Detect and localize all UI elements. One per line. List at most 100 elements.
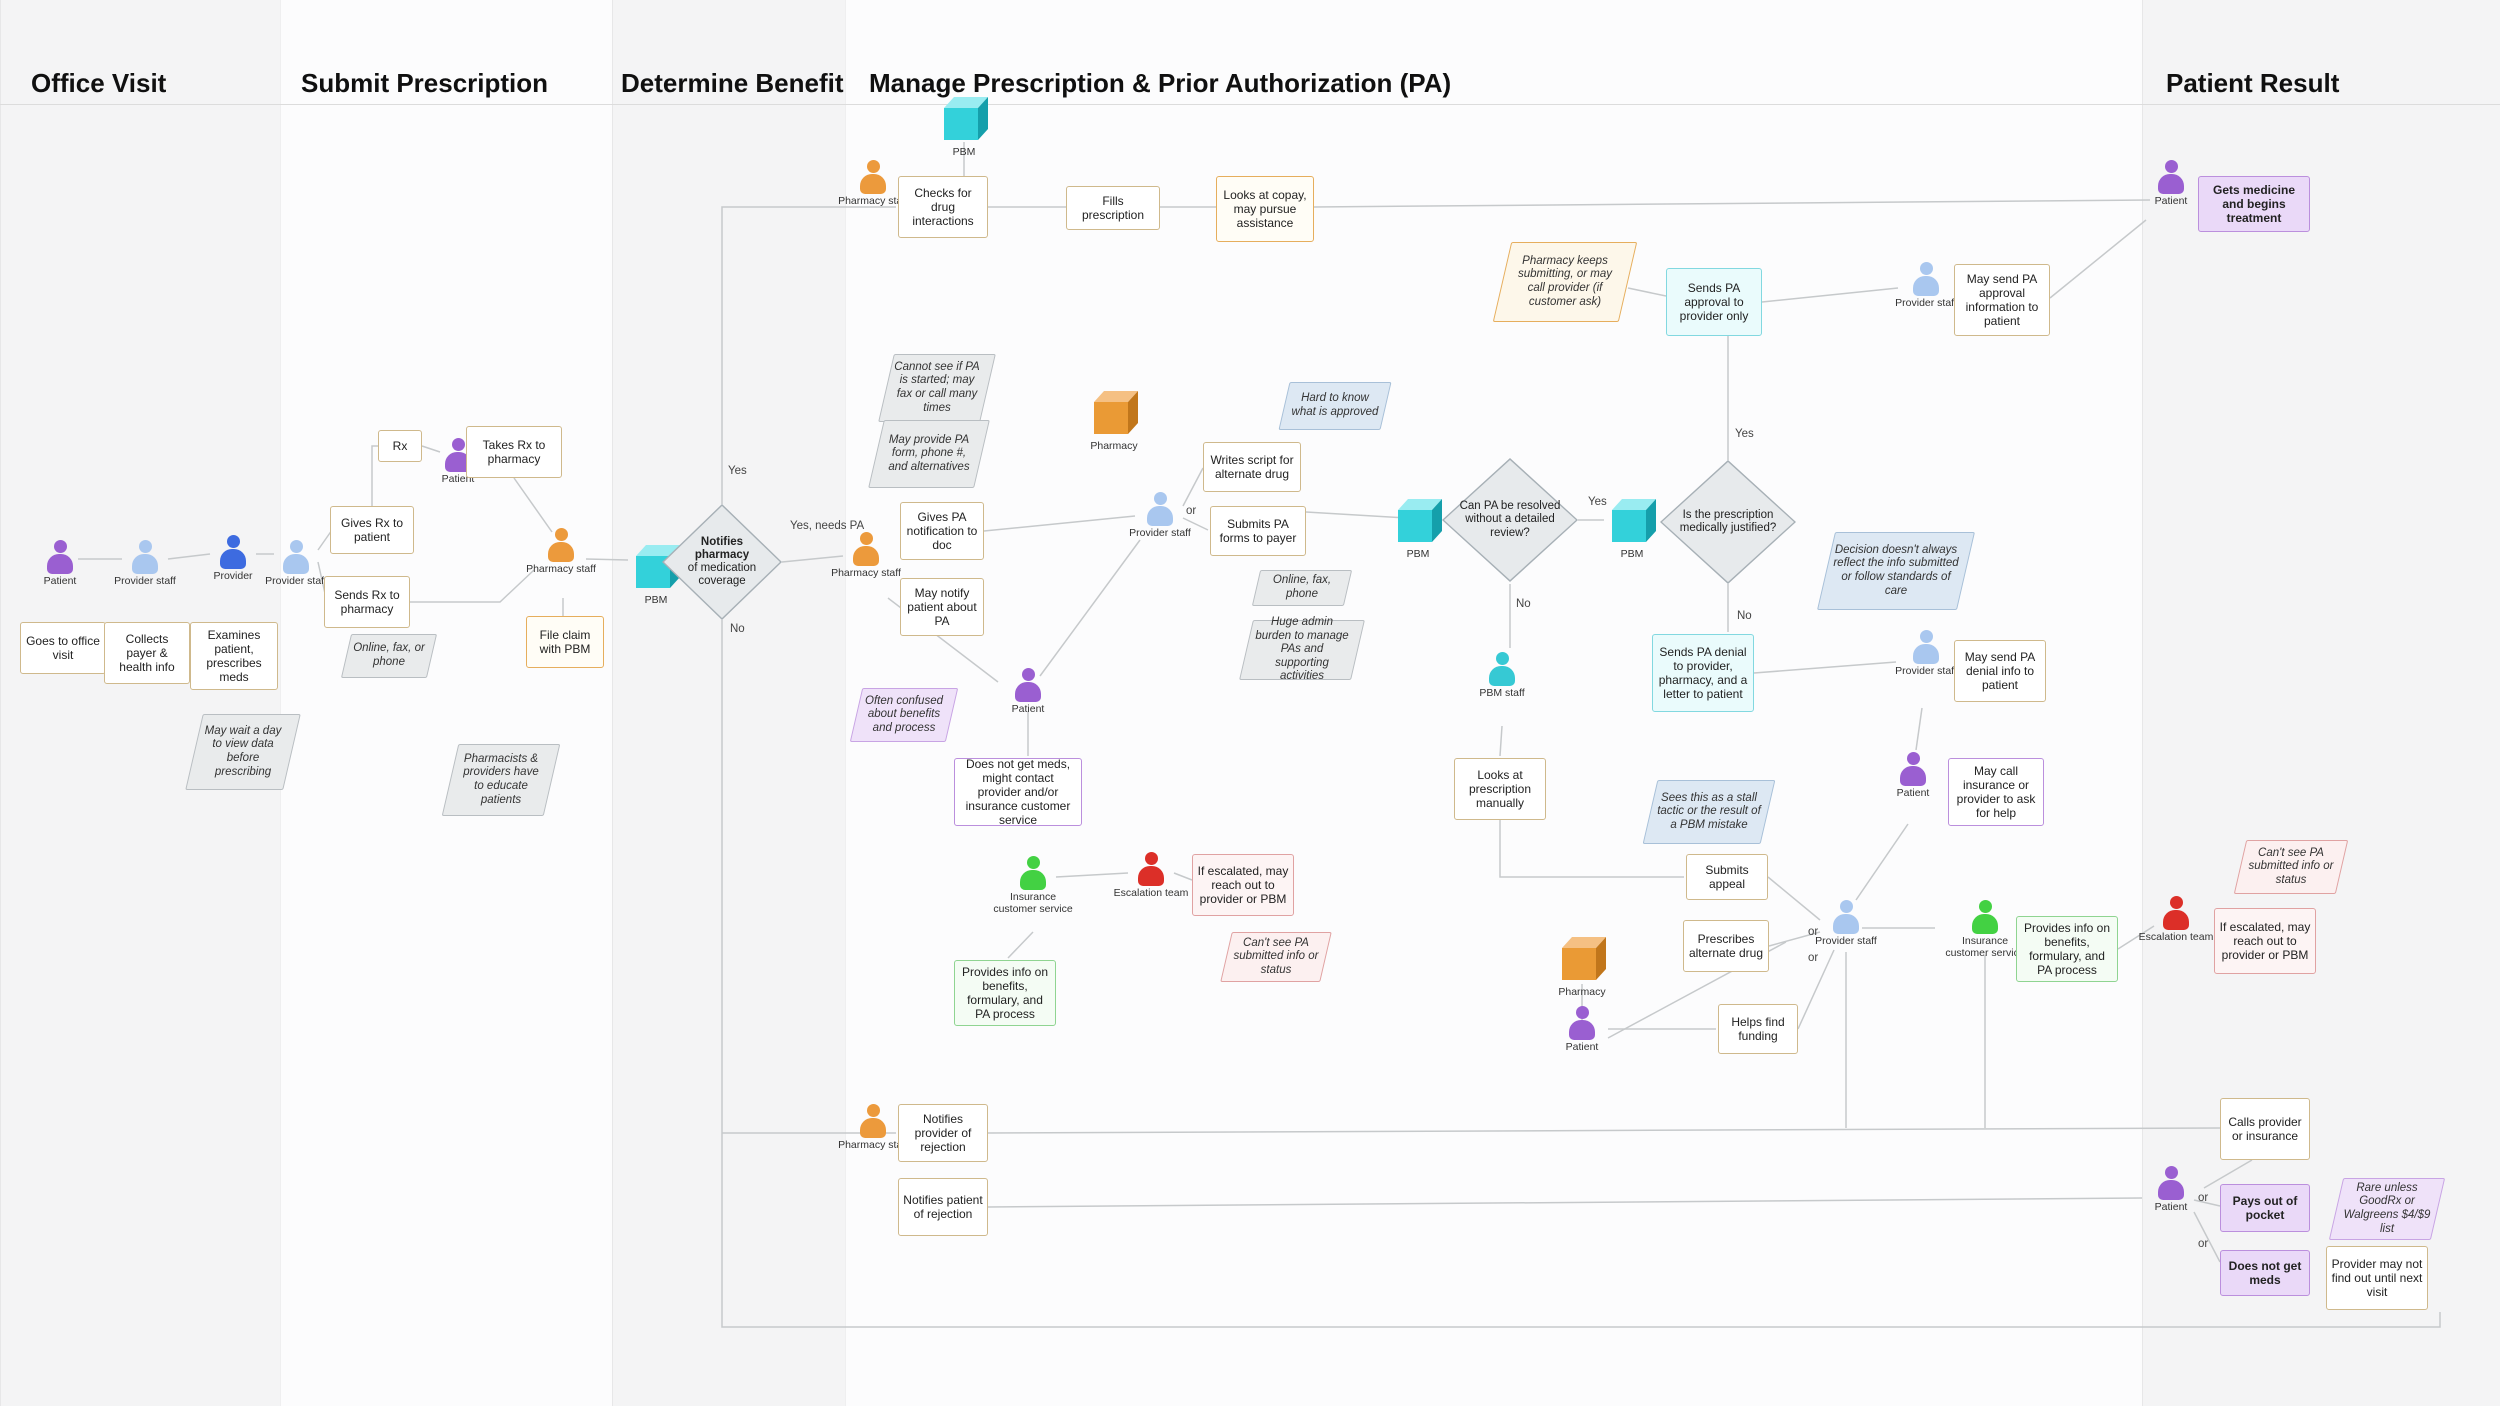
note-educate-patients[interactable]: Pharmacists & providers have to educate … — [441, 744, 561, 816]
person-patient-office[interactable]: Patient — [15, 540, 105, 588]
box-provides-info-left[interactable]: Provides info on benefits, formulary, an… — [954, 960, 1056, 1026]
cube-pbm-claim-icon — [636, 545, 680, 588]
person-pharmacy-staff-reject-label: Pharmacy staff — [838, 1139, 908, 1151]
person-patient-result-bottom[interactable]: Patient — [2126, 1166, 2216, 1214]
decision-medically-justified[interactable]: Is the prescription medically justified? — [1660, 460, 1796, 584]
note-decision-doesnt-reflect[interactable]: Decision doesn't always reflect the info… — [1816, 532, 1976, 610]
note-cant-see-pa-left[interactable]: Can't see PA submitted info or status — [1220, 932, 1332, 982]
person-pbm-staff-icon — [1488, 652, 1516, 686]
person-provider-staff-pa[interactable]: Provider staff — [1115, 492, 1205, 540]
person-patient-submit[interactable]: Patient — [413, 438, 503, 486]
box-takes-rx-to-pharmacy[interactable]: Takes Rx to pharmacy — [466, 426, 562, 478]
box-sends-pa-denial[interactable]: Sends PA denial to provider, pharmacy, a… — [1652, 634, 1754, 712]
person-escalation-left[interactable]: Escalation team — [1106, 852, 1196, 900]
note-often-confused[interactable]: Often confused about benefits and proces… — [849, 688, 959, 742]
box-rx[interactable]: Rx — [378, 430, 422, 462]
box-submits-pa-forms[interactable]: Submits PA forms to payer — [1210, 506, 1306, 556]
box-writes-script-alternate[interactable]: Writes script for alternate drug — [1203, 442, 1301, 492]
person-pharmacy-staff-pa[interactable]: Pharmacy staff — [821, 532, 911, 580]
note-may-provide-pa-form-text: May provide PA form, phone #, and altern… — [888, 433, 970, 473]
note-huge-admin-burden[interactable]: Huge admin burden to manage PAs and supp… — [1239, 616, 1365, 682]
person-pharmacy-staff-top[interactable]: Pharmacy staff — [828, 160, 918, 208]
label-or-appeal-1: or — [1808, 926, 1819, 938]
cube-pharmacy-funding[interactable]: Pharmacy — [1556, 932, 1608, 998]
note-online-fax-phone-1[interactable]: Online, fax, or phone — [340, 634, 438, 678]
box-fills-prescription[interactable]: Fills prescription — [1066, 186, 1160, 230]
box-looks-at-prescription[interactable]: Looks at prescription manually — [1454, 758, 1546, 820]
person-patient-funding[interactable]: Patient — [1537, 1006, 1627, 1054]
person-patient-confused[interactable]: Patient — [983, 668, 1073, 716]
person-escalation-right[interactable]: Escalation team — [2131, 896, 2221, 944]
box-prescribes-alternate[interactable]: Prescribes alternate drug — [1683, 920, 1769, 972]
box-submits-appeal[interactable]: Submits appeal — [1686, 854, 1768, 900]
person-patient-office-icon — [46, 540, 74, 574]
note-rare-unless[interactable]: Rare unless GoodRx or Walgreens $4/$9 li… — [2328, 1178, 2446, 1240]
cube-pbm-claim[interactable]: PBM — [630, 540, 682, 606]
box-pays-out-of-pocket[interactable]: Pays out of pocket — [2220, 1184, 2310, 1232]
box-if-escalated-right[interactable]: If escalated, may reach out to provider … — [2214, 908, 2316, 974]
person-provider[interactable]: Provider — [188, 535, 278, 583]
note-may-provide-pa-form[interactable]: May provide PA form, phone #, and altern… — [868, 420, 990, 488]
box-if-escalated-left[interactable]: If escalated, may reach out to provider … — [1192, 854, 1294, 916]
box-gives-pa-notification[interactable]: Gives PA notification to doc — [900, 502, 984, 560]
person-patient-result-top-label: Patient — [2154, 195, 2188, 207]
box-may-notify-patient-pa[interactable]: May notify patient about PA — [900, 578, 984, 636]
note-cannot-see-pa-started[interactable]: Cannot see if PA is started; may fax or … — [878, 354, 996, 422]
note-cant-see-pa-right[interactable]: Can't see PA submitted info or status — [2233, 840, 2349, 894]
person-provider-staff-submit[interactable]: Provider staff — [251, 540, 341, 588]
box-helps-find-funding[interactable]: Helps find funding — [1718, 1004, 1798, 1054]
box-examines-patient[interactable]: Examines patient, prescribes meds — [190, 622, 278, 690]
box-sends-rx-to-pharmacy[interactable]: Sends Rx to pharmacy — [324, 576, 410, 628]
box-sends-pa-approval[interactable]: Sends PA approval to provider only — [1666, 268, 1762, 336]
person-insurance-cs-right[interactable]: Insurance customer service — [1940, 900, 2030, 959]
box-looks-at-copay[interactable]: Looks at copay, may pursue assistance — [1216, 176, 1314, 242]
box-provider-may-not-find-out[interactable]: Provider may not find out until next vis… — [2326, 1246, 2428, 1310]
person-insurance-cs-right-icon — [1971, 900, 1999, 934]
box-may-send-approval-info[interactable]: May send PA approval information to pati… — [1954, 264, 2050, 336]
person-pharmacy-staff-submit[interactable]: Pharmacy staff — [516, 528, 606, 576]
person-pharmacy-staff-reject[interactable]: Pharmacy staff — [828, 1104, 918, 1152]
box-checks-drug-interactions[interactable]: Checks for drug interactions — [898, 176, 988, 238]
box-does-not-get-meds-contact[interactable]: Does not get meds, might contact provide… — [954, 757, 1082, 827]
box-file-claim-with-pbm[interactable]: File claim with PBM — [526, 616, 604, 668]
person-provider-staff-denial[interactable]: Provider staff — [1881, 630, 1971, 678]
connector-46 — [1007, 931, 1034, 959]
person-insurance-cs-left[interactable]: Insurance customer service — [988, 856, 1078, 915]
person-pbm-staff[interactable]: PBM staff — [1457, 652, 1547, 700]
person-pharmacy-staff-top-label: Pharmacy staff — [838, 195, 908, 207]
box-goes-to-office-visit[interactable]: Goes to office visit — [20, 622, 106, 674]
person-provider-staff-office[interactable]: Provider staff — [100, 540, 190, 588]
person-provider-staff-approval[interactable]: Provider staff — [1881, 262, 1971, 310]
box-collects-payer-info[interactable]: Collects payer & health info — [104, 622, 190, 684]
box-may-call-insurance[interactable]: May call insurance or provider to ask fo… — [1948, 758, 2044, 826]
cube-pharmacy-funding-icon — [1562, 937, 1606, 980]
person-provider-staff-approval-label: Provider staff — [1895, 297, 1957, 309]
note-online-fax-phone-2[interactable]: Online, fax, phone — [1251, 570, 1353, 606]
cube-pbm-justify[interactable]: PBM — [1606, 494, 1658, 560]
note-stall-tactic[interactable]: Sees this as a stall tactic or the resul… — [1642, 780, 1776, 844]
cube-pharmacy-forms[interactable]: Pharmacy — [1088, 386, 1140, 452]
person-pbm-staff-label: PBM staff — [1479, 687, 1525, 699]
box-gets-medicine[interactable]: Gets medicine and begins treatment — [2198, 176, 2310, 232]
box-notifies-provider-rejection[interactable]: Notifies provider of rejection — [898, 1104, 988, 1162]
person-patient-result-top[interactable]: Patient — [2126, 160, 2216, 208]
person-pharmacy-staff-submit-label: Pharmacy staff — [526, 563, 596, 575]
note-keeps-submitting[interactable]: Pharmacy keeps submitting, or may call p… — [1492, 242, 1638, 322]
box-calls-provider-or-insurance[interactable]: Calls provider or insurance — [2220, 1098, 2310, 1160]
decision-pa-resolve[interactable]: Can PA be resolved without a detailed re… — [1442, 458, 1578, 582]
cube-pbm-top[interactable]: PBM — [938, 92, 990, 158]
note-keeps-submitting-text: Pharmacy keeps submitting, or may call p… — [1518, 254, 1612, 308]
box-notifies-patient-rejection[interactable]: Notifies patient of rejection — [898, 1178, 988, 1236]
person-provider-staff-appeal-label: Provider staff — [1815, 935, 1877, 947]
box-does-not-get-meds[interactable]: Does not get meds — [2220, 1250, 2310, 1296]
person-provider-staff-appeal[interactable]: Provider staff — [1801, 900, 1891, 948]
note-hard-to-know[interactable]: Hard to know what is approved — [1278, 382, 1392, 430]
note-may-wait-a-day[interactable]: May wait a day to view data before presc… — [185, 714, 301, 790]
box-gives-rx-to-patient[interactable]: Gives Rx to patient — [330, 506, 414, 554]
box-may-send-denial-info[interactable]: May send PA denial info to patient — [1954, 640, 2046, 702]
box-provides-info-right[interactable]: Provides info on benefits, formulary, an… — [2016, 916, 2118, 982]
cube-pbm-review[interactable]: PBM — [1392, 494, 1444, 560]
person-patient-help[interactable]: Patient — [1868, 752, 1958, 800]
person-patient-result-bottom-icon — [2157, 1166, 2185, 1200]
